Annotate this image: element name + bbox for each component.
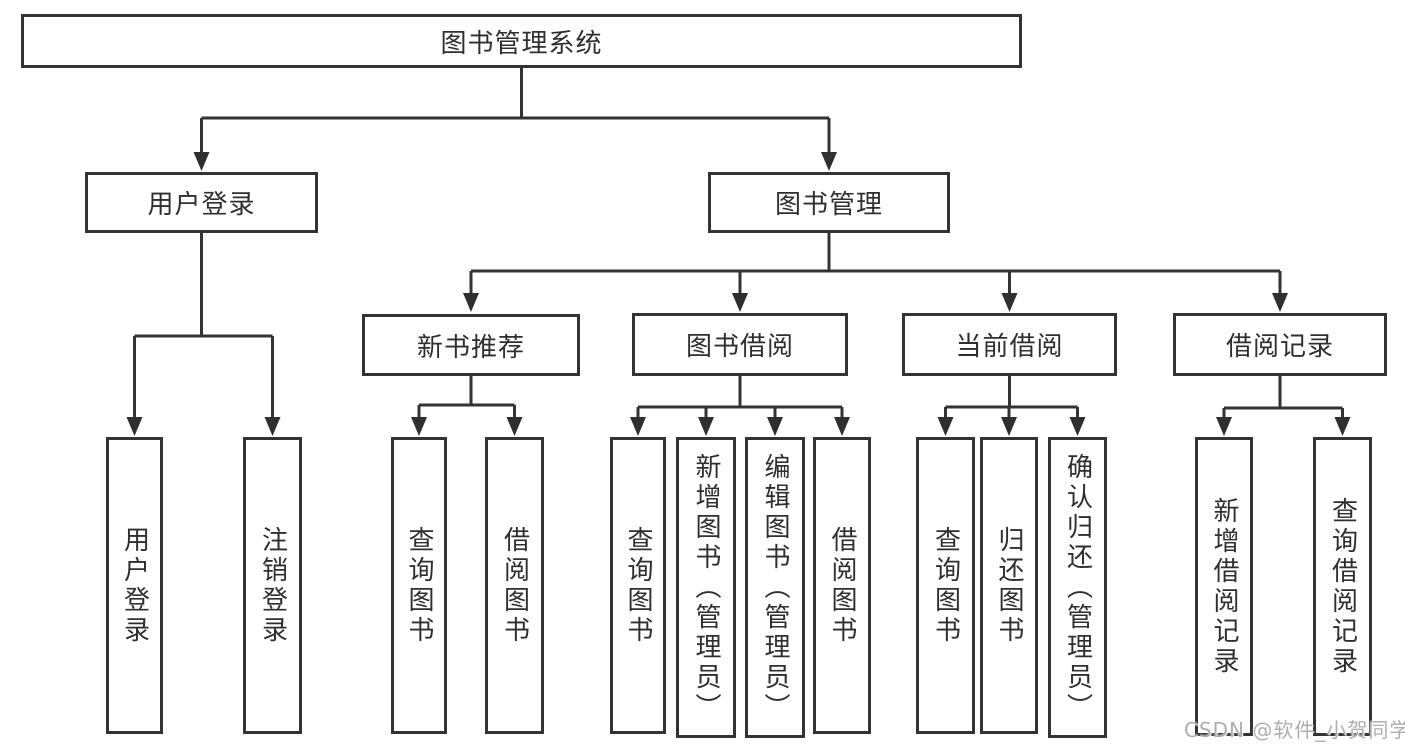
node-label: 编辑图书（管理员） xyxy=(760,452,790,723)
node-label: 图书借阅 xyxy=(685,332,794,362)
node-label: 借阅记录 xyxy=(1225,332,1334,362)
node-label: 确认归还（管理员） xyxy=(1062,452,1093,723)
node-label: 查询图书 xyxy=(623,525,653,646)
node-label: 新书推荐 xyxy=(416,332,525,363)
node-label: 借阅图书 xyxy=(827,525,857,646)
leaf-edit-book-admin: 编辑图书（管理员） xyxy=(745,437,805,738)
node-label: 查询图书 xyxy=(930,525,961,646)
leaf-add-book-admin: 新增图书（管理员） xyxy=(676,437,736,738)
leaf-borrow-book: 借阅图书 xyxy=(813,437,871,734)
node-borrow-record: 借阅记录 xyxy=(1173,313,1387,376)
node-book-borrow: 图书借阅 xyxy=(632,313,848,376)
node-library-management-system: 图书管理系统 xyxy=(21,14,1022,68)
node-label: 当前借阅 xyxy=(955,332,1064,362)
node-label: 用户登录 xyxy=(119,525,150,646)
leaf-query-book-recommend: 查询图书 xyxy=(391,437,447,734)
node-label: 新增图书（管理员） xyxy=(691,452,721,723)
leaf-query-borrow-record: 查询借阅记录 xyxy=(1313,437,1372,736)
leaf-borrow-book-recommend: 借阅图书 xyxy=(485,437,544,734)
node-label: 查询借阅记录 xyxy=(1327,496,1358,677)
node-label: 注销登录 xyxy=(257,525,288,646)
node-label: 图书管理系统 xyxy=(440,28,603,59)
leaf-query-book-borrow: 查询图书 xyxy=(610,437,666,734)
leaf-user-login: 用户登录 xyxy=(106,437,163,734)
node-label: 用户登录 xyxy=(147,190,256,220)
node-user-login: 用户登录 xyxy=(85,172,318,233)
leaf-logout-login: 注销登录 xyxy=(243,437,302,734)
node-label: 查询图书 xyxy=(404,525,434,646)
arrowheads xyxy=(126,152,1351,436)
leaf-query-book-current: 查询图书 xyxy=(916,437,975,734)
node-current-borrow: 当前借阅 xyxy=(902,313,1117,376)
node-label: 新增借阅记录 xyxy=(1209,496,1239,677)
leaf-add-borrow-record: 新增借阅记录 xyxy=(1195,437,1253,736)
node-label: 借阅图书 xyxy=(499,525,530,646)
node-new-book-recommend: 新书推荐 xyxy=(362,314,580,376)
node-book-management: 图书管理 xyxy=(708,172,950,233)
connector-path xyxy=(133,68,1344,419)
node-label: 图书管理 xyxy=(774,190,883,220)
csdn-watermark: CSDN @软件_小贺同学 xyxy=(1184,718,1405,742)
node-label: 归还图书 xyxy=(994,525,1024,646)
leaf-confirm-return-admin: 确认归还（管理员） xyxy=(1048,437,1107,738)
leaf-return-book: 归还图书 xyxy=(980,437,1038,734)
